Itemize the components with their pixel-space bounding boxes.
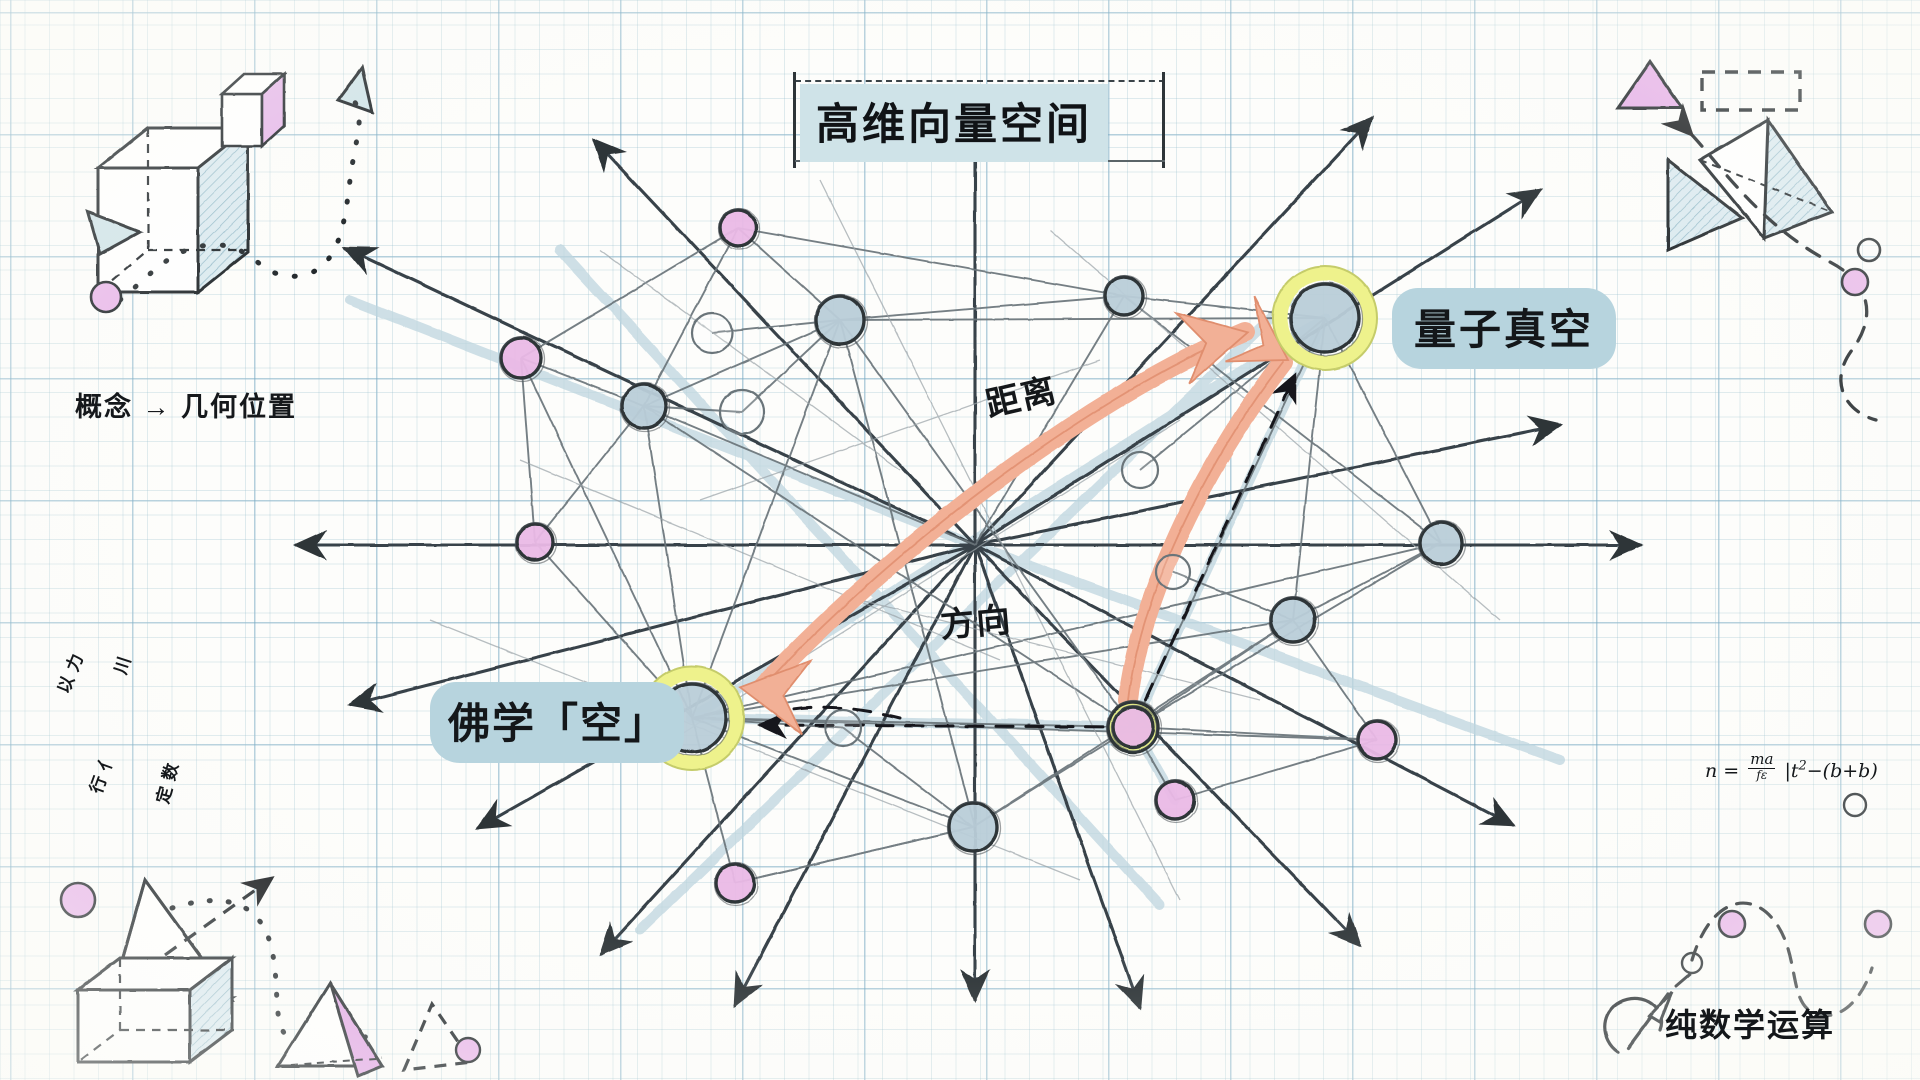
label-formula: n = ma fε |t2−(b+b): [1705, 750, 1878, 782]
wire-cube-icon: [93, 124, 253, 296]
pink-spiral-dot: [59, 881, 97, 919]
pink-dot: [1863, 909, 1893, 939]
pink-dot: [454, 1036, 482, 1064]
pink-dot: [1717, 909, 1747, 939]
pink-dot: [1840, 267, 1870, 297]
formula-numerator: ma: [1748, 750, 1776, 769]
label-buddhist-emptiness: 佛学「空」: [430, 682, 685, 763]
dashed-rectangle: [1700, 70, 1802, 112]
label-quantum-vacuum: 量子真空: [1392, 288, 1617, 369]
formula-exponent: 2: [1798, 758, 1807, 774]
label-pure-math: 纯数学运算: [1665, 1007, 1836, 1043]
formula-equals: =: [1723, 759, 1740, 782]
title-bar-left: [793, 72, 796, 168]
title-bar-right: [1162, 72, 1165, 168]
formula-denominator: fε: [1756, 767, 1768, 782]
page-title: 高维向量空间: [800, 84, 1108, 162]
label-concept-mapping: 概念 → 几何位置: [75, 392, 298, 422]
pyramid-pink-icon-2: [275, 980, 385, 1079]
formula-end: −(b+b): [1806, 759, 1878, 782]
pink-dot: [89, 280, 123, 314]
small-circle: [1842, 792, 1868, 818]
formula-fraction: ma fε: [1748, 750, 1776, 782]
pink-triangle-icon: [1615, 59, 1685, 110]
formula-tail: |t: [1784, 759, 1799, 782]
label-direction: 方向: [938, 600, 1014, 646]
small-cube-icon: [218, 71, 288, 149]
formula-n: n: [1705, 759, 1718, 782]
wire-cube-icon-2: [73, 954, 237, 1066]
title-rule-top: [795, 80, 1165, 82]
small-circle: [1856, 237, 1882, 263]
